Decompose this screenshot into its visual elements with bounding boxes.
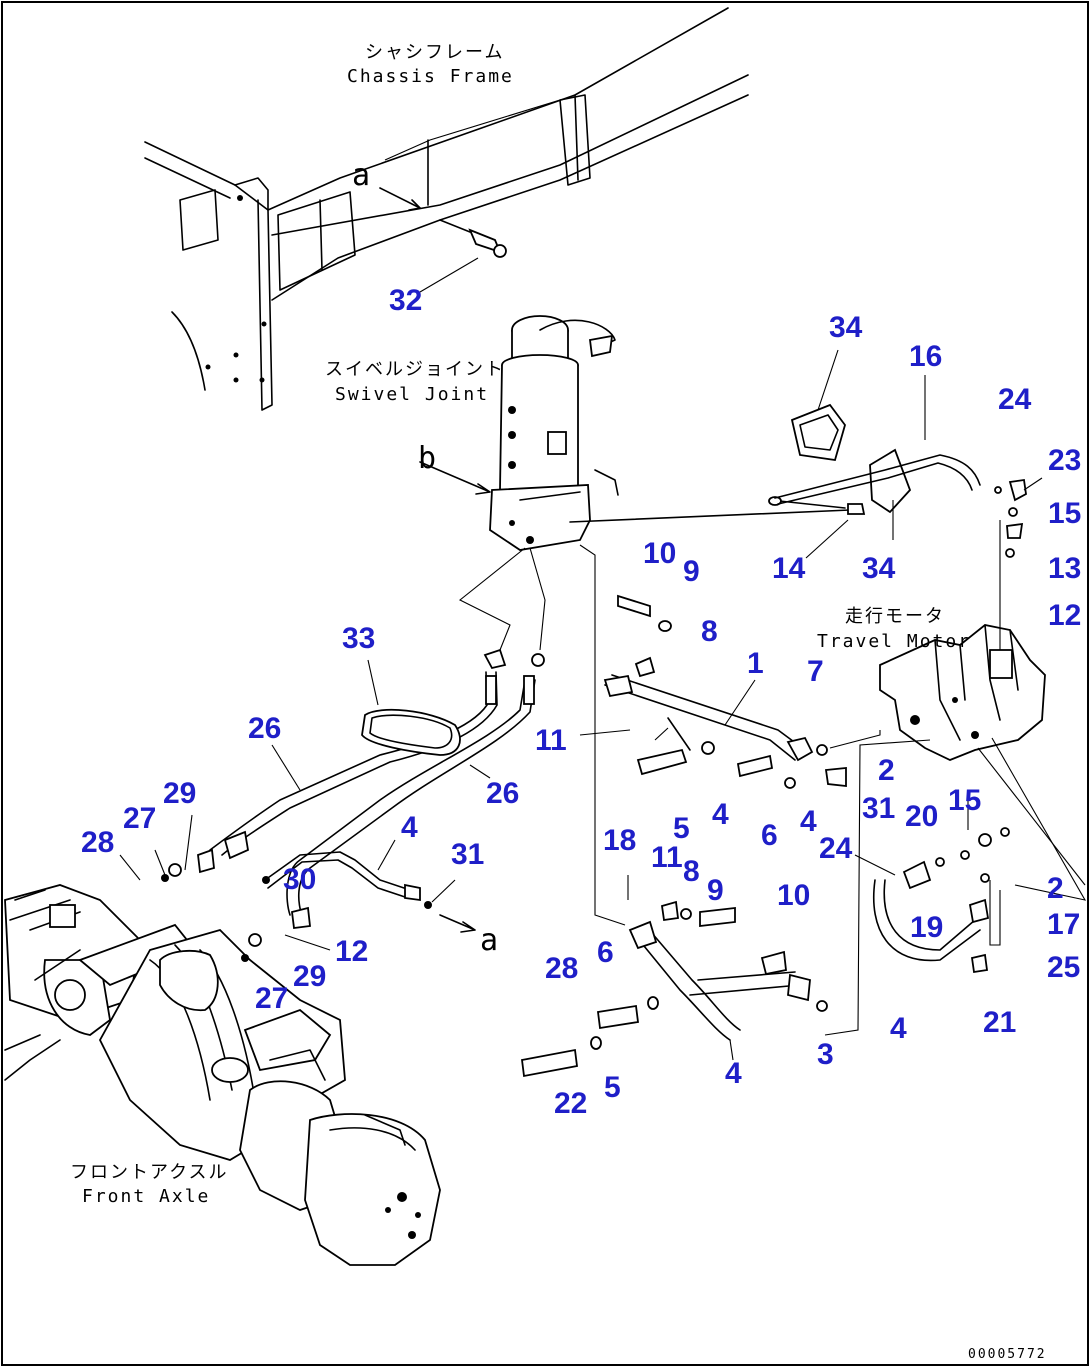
front-axle-caption-jp: フロントアクスル: [70, 1162, 229, 1183]
ref-number: 20: [905, 800, 938, 833]
axle-leaders: [119, 814, 193, 881]
ref-number: 6: [761, 819, 778, 852]
reference-numbers: 32 34 16 24 23 15 14 34 13 12 10 9 8 1 7…: [81, 284, 1081, 1120]
chassis-frame: [144, 7, 749, 411]
letter-b: b: [418, 441, 436, 476]
ref-number: 3: [817, 1038, 834, 1071]
ref-number: 5: [673, 812, 690, 845]
ref-number: 18: [603, 824, 636, 857]
drawing-code: 00005772: [968, 1347, 1047, 1362]
ref-number: 32: [389, 284, 422, 317]
ref-number: 30: [283, 863, 316, 896]
ref-number: 12: [1048, 599, 1081, 632]
swivel-joint-caption-jp: スイベルジョイント: [325, 359, 505, 380]
guide-lines: [579, 544, 931, 1036]
ref-number: 23: [1048, 444, 1081, 477]
ref-number: 28: [545, 952, 578, 985]
ref-number: 26: [248, 712, 281, 745]
front-axle-caption-en: Front Axle: [82, 1186, 210, 1207]
tube-14: [569, 496, 866, 559]
ref-number: 10: [643, 537, 676, 570]
travel-motor: [879, 520, 1087, 901]
ref-number: 26: [486, 777, 519, 810]
hose-16: [774, 375, 981, 540]
ref-number: 28: [81, 826, 114, 859]
ref-number: 4: [401, 811, 418, 844]
grommet-34: [790, 349, 846, 462]
ref-number: 34: [829, 311, 863, 344]
ref-number: 4: [800, 805, 817, 838]
ref-number: 24: [998, 383, 1032, 416]
ref-number: 4: [712, 798, 729, 831]
chassis-frame-caption-jp: シャシフレーム: [365, 42, 504, 63]
ref-number: 4: [725, 1057, 742, 1090]
ref-number: 7: [807, 655, 824, 688]
ref-number: 6: [597, 936, 614, 969]
ref-number: 22: [554, 1087, 587, 1120]
front-axle: [4, 884, 441, 1266]
ref-number: 16: [909, 340, 942, 373]
chassis-frame-caption-en: Chassis Frame: [347, 66, 514, 87]
ref-number: 27: [255, 982, 288, 1015]
ref-number: 12: [335, 935, 368, 968]
ref-number: 24: [819, 832, 853, 865]
swivel-joint-caption-en: Swivel Joint: [335, 384, 489, 405]
ref-number: 21: [983, 1006, 1016, 1039]
ref-number: 19: [910, 911, 943, 944]
pipe-1: [579, 594, 881, 789]
ref-number: 31: [862, 792, 895, 825]
letter-a-bottom: a: [480, 923, 498, 958]
ref-number: 11: [535, 724, 567, 757]
ref-number: 1: [747, 647, 764, 680]
ref-number: 29: [163, 777, 196, 810]
ref-number: 11: [651, 841, 683, 874]
ref-number: 33: [342, 622, 375, 655]
pipe-3: [521, 875, 828, 1078]
ref-number: 8: [683, 855, 700, 888]
ref-number: 8: [701, 615, 718, 648]
ref-number: 27: [123, 802, 156, 835]
ref-number: 5: [604, 1071, 621, 1104]
hose-21: [854, 800, 1010, 974]
ref-number: 34: [862, 552, 896, 585]
ref-number: 2: [1047, 872, 1064, 905]
ref-number: 14: [772, 552, 806, 585]
ref-number: 4: [890, 1012, 907, 1045]
ref-number: 15: [948, 784, 981, 817]
ref-number: 9: [683, 555, 700, 588]
ref-number: 25: [1047, 951, 1080, 984]
ref-number: 13: [1048, 552, 1081, 585]
tube-30: [262, 839, 476, 951]
ref-number: 17: [1047, 908, 1080, 941]
frame-bolt-holes: [205, 195, 267, 383]
ref-number: 15: [1048, 497, 1081, 530]
ref-number: 29: [293, 960, 326, 993]
ref-number: 31: [451, 838, 484, 871]
letter-a-top: a: [352, 158, 370, 193]
swivel-joint: [419, 315, 619, 551]
travel-motor-caption-en: Travel Motor: [817, 631, 971, 652]
ref-number: 10: [777, 879, 810, 912]
ref-number: 9: [707, 874, 724, 907]
hoses-26: [161, 547, 546, 930]
fittings-right-column: [994, 477, 1043, 558]
ref-number: 2: [878, 754, 895, 787]
travel-motor-caption-jp: 走行モータ: [845, 606, 945, 627]
